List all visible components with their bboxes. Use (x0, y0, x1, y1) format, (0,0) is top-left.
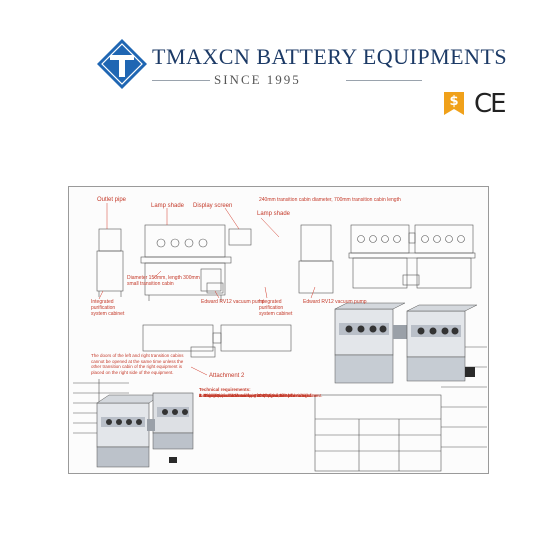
tech-line: 4. Install two cabin bodies in front of … (199, 393, 306, 398)
label-tech-title: Technical requirements: (199, 387, 251, 392)
tmaxcn-logo-icon (97, 39, 147, 89)
label-transition-cabin: 240mm transition cabin diameter, 700mm t… (259, 197, 401, 203)
technical-drawing: Outlet pipe Lamp shade Display screen 24… (68, 186, 489, 474)
label-purification-right: Integrated purification system cabinet (259, 299, 293, 317)
since-text: SINCE 1995 (214, 72, 301, 87)
divider-left (152, 80, 210, 81)
label-outlet-pipe: Outlet pipe (97, 197, 127, 203)
dollar-cert-icon: $ (444, 92, 464, 115)
label-diameter-cabin: Diameter 150mm, length 300mm small trans… (127, 275, 200, 287)
label-purification-left: Integrated purification system cabinet (91, 299, 125, 317)
drawing-lines (73, 203, 487, 472)
tech-line: a single box is 1220mm long*750mm wide*9… (199, 393, 312, 398)
svg-text:$: $ (449, 94, 458, 109)
label-lamp-shade-2: Lamp shade (257, 211, 291, 217)
label-display-screen: Display screen (193, 203, 233, 209)
tech-line: 2. Using 3mm thick stainless steel plate… (199, 393, 314, 398)
divider-right (346, 80, 422, 81)
label-lamp-shade-1: Lamp shade (151, 203, 185, 209)
label-attachment: Attachment 2 (209, 373, 245, 379)
label-doors-note: The doors of the left and right transiti… (91, 353, 184, 375)
tech-line: that the two cabin doors cannot be opene… (199, 393, 320, 398)
tech-line: 3. The box is connected by 240*700 trans… (199, 393, 310, 398)
tech-line: is brushed, the outer surface is sprayed… (199, 393, 323, 398)
label-edwards-pump-2: Edward RV12 vacuum pump (303, 299, 367, 305)
brand-name: TMAXCN BATTERY EQUIPMENTS (152, 44, 508, 69)
ce-mark-icon: CE (474, 89, 507, 119)
header: TMAXCN BATTERY EQUIPMENTS SINCE 1995 $ C… (0, 0, 550, 175)
tech-line: 1. This equipment is composed of two box… (199, 393, 311, 398)
label-edwards-pump-1: Edward RV12 vacuum pump (201, 299, 265, 305)
